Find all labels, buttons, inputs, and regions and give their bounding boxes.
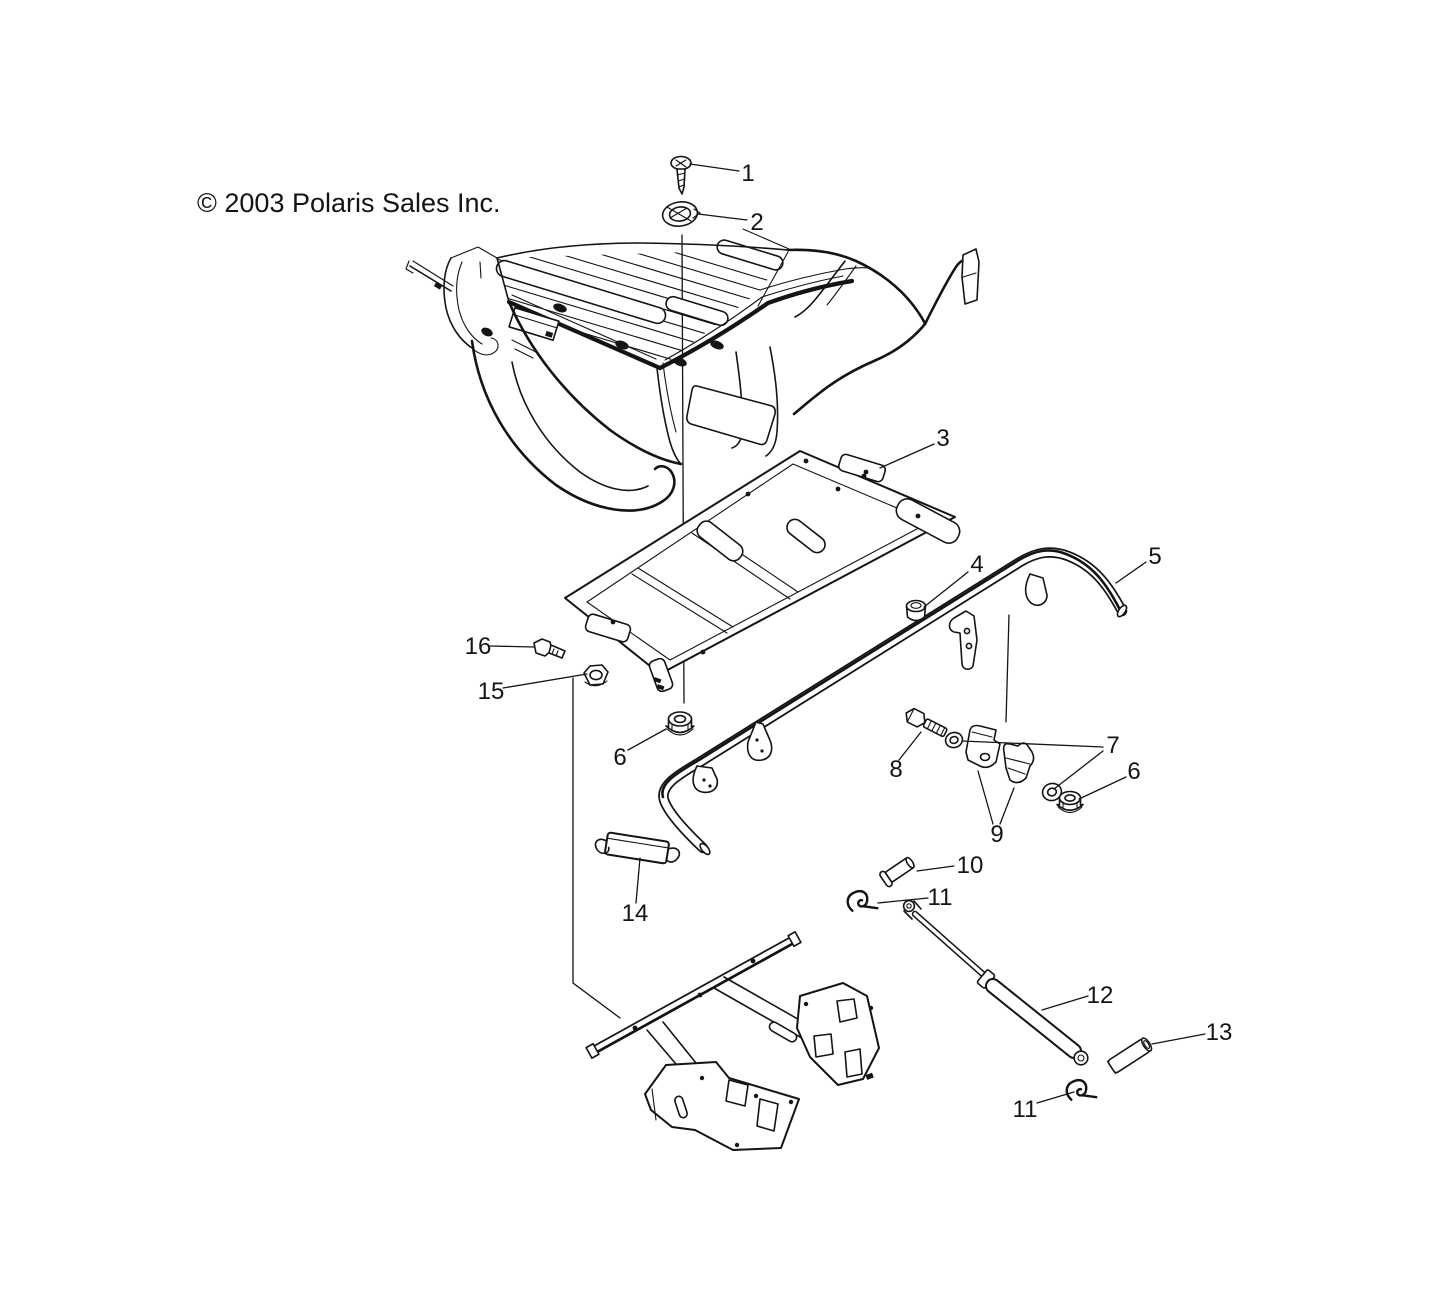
callout-6-left-label: 6 bbox=[613, 744, 626, 771]
part-15-lock-nut bbox=[583, 664, 609, 687]
callout-5-label: 5 bbox=[1148, 543, 1161, 570]
part-9-clamp-upper bbox=[965, 724, 1001, 769]
callout-1-label: 1 bbox=[741, 160, 754, 187]
leader-lines bbox=[489, 163, 1206, 1104]
part-7-washer-a bbox=[944, 731, 964, 749]
part-8-bolt bbox=[905, 707, 948, 738]
part-4-plug bbox=[905, 599, 927, 622]
part-5-side-rail bbox=[658, 547, 1128, 856]
part-2-retainer-clip bbox=[661, 201, 701, 227]
part-6-flange-nut-left bbox=[665, 711, 695, 736]
callout-2-label: 2 bbox=[750, 209, 763, 236]
callout-11-lower-label: 11 bbox=[1013, 1096, 1038, 1123]
callout-9-label: 9 bbox=[990, 821, 1003, 848]
part-13-pin bbox=[1106, 1037, 1153, 1075]
callout-4-label: 4 bbox=[970, 551, 983, 578]
callout-10-label: 10 bbox=[957, 852, 984, 879]
part-16-bolt bbox=[533, 638, 566, 659]
right-fender bbox=[786, 248, 980, 416]
callout-11-upper-label: 11 bbox=[928, 884, 953, 911]
callout-14-label: 14 bbox=[622, 900, 649, 927]
part-12-gas-spring bbox=[902, 899, 1089, 1066]
copyright-notice: © 2003 Polaris Sales Inc. bbox=[197, 188, 501, 218]
callout-3-label: 3 bbox=[936, 425, 949, 452]
wheel-well-skirt bbox=[470, 300, 683, 512]
part-7-washer-b bbox=[1041, 782, 1063, 802]
part-1-screw bbox=[670, 155, 692, 195]
saddle-section bbox=[656, 346, 779, 465]
callout-7-label: 7 bbox=[1106, 732, 1119, 759]
part-6-flange-nut-right bbox=[1056, 790, 1084, 814]
part-14-latch bbox=[594, 831, 681, 865]
callout-15-label: 15 bbox=[478, 678, 505, 705]
part-11-clip-upper bbox=[846, 889, 879, 912]
callout-13-label: 13 bbox=[1206, 1019, 1233, 1046]
callout-12-label: 12 bbox=[1087, 982, 1114, 1009]
callout-8-label: 8 bbox=[889, 756, 902, 783]
lower-frame-drawing bbox=[585, 931, 880, 1151]
part-3-rack-frame bbox=[564, 450, 961, 693]
part-10-clevis-pin bbox=[879, 856, 915, 888]
callout-labels: 1 2 3 4 5 6 6 7 8 9 10 11 11 12 13 14 15… bbox=[465, 160, 1233, 1123]
part-11-clip-lower bbox=[1065, 1078, 1098, 1101]
part-9-clamp-lower bbox=[1002, 742, 1035, 784]
callout-16-label: 16 bbox=[465, 633, 492, 660]
callout-6-right-label: 6 bbox=[1127, 758, 1140, 785]
left-fender bbox=[405, 246, 560, 359]
